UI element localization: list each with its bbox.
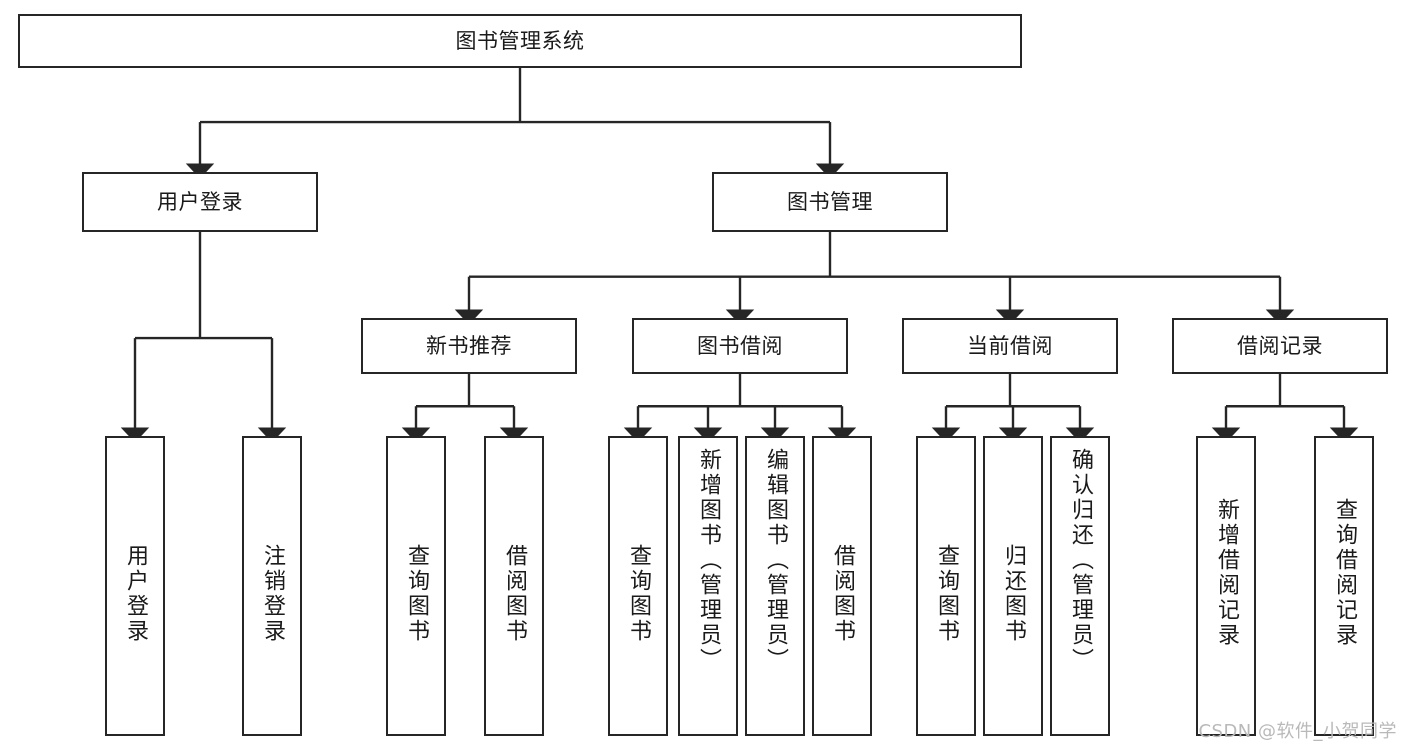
node-records[interactable]: 借阅记录	[1172, 318, 1388, 374]
node-l-confirm[interactable]: 确认归还（管理员）	[1050, 436, 1110, 736]
node-l-addrec[interactable]: 新增借阅记录	[1196, 436, 1256, 736]
node-l-queryrec[interactable]: 查询借阅记录	[1314, 436, 1374, 736]
node-l-borrow1[interactable]: 借阅图书	[484, 436, 544, 736]
node-label: 图书管理	[787, 189, 873, 214]
node-label: 借阅图书	[502, 544, 527, 644]
node-label: 用户登录	[123, 544, 148, 644]
node-label: 归还图书	[1001, 544, 1026, 644]
node-label: 新书推荐	[426, 333, 512, 358]
node-root[interactable]: 图书管理系统	[18, 14, 1022, 68]
node-login[interactable]: 用户登录	[82, 172, 318, 232]
node-label: 查询图书	[626, 544, 651, 644]
node-label: 编辑图书（管理员）	[763, 448, 788, 673]
node-l-return[interactable]: 归还图书	[983, 436, 1043, 736]
node-label: 当前借阅	[967, 333, 1053, 358]
node-label: 查询借阅记录	[1332, 498, 1357, 648]
node-label: 确认归还（管理员）	[1068, 448, 1093, 673]
node-label: 用户登录	[157, 189, 243, 214]
node-l-edit[interactable]: 编辑图书（管理员）	[745, 436, 805, 736]
node-label: 新增图书（管理员）	[696, 448, 721, 673]
node-newbook[interactable]: 新书推荐	[361, 318, 577, 374]
edge-group	[120, 68, 1359, 443]
node-label: 图书管理系统	[455, 28, 585, 53]
node-l-add[interactable]: 新增图书（管理员）	[678, 436, 738, 736]
node-l-query1[interactable]: 查询图书	[386, 436, 446, 736]
node-label: 注销登录	[260, 544, 285, 644]
node-l-borrow2[interactable]: 借阅图书	[812, 436, 872, 736]
node-bookmgmt[interactable]: 图书管理	[712, 172, 948, 232]
watermark-text: CSDN @软件_小贺同学	[1198, 721, 1397, 742]
node-label: 借阅记录	[1237, 333, 1323, 358]
node-l-query3[interactable]: 查询图书	[916, 436, 976, 736]
node-l-logout[interactable]: 注销登录	[242, 436, 302, 736]
node-l-query2[interactable]: 查询图书	[608, 436, 668, 736]
node-label: 借阅图书	[830, 544, 855, 644]
node-label: 查询图书	[404, 544, 429, 644]
node-current[interactable]: 当前借阅	[902, 318, 1118, 374]
node-borrow[interactable]: 图书借阅	[632, 318, 848, 374]
node-l-login[interactable]: 用户登录	[105, 436, 165, 736]
node-label: 新增借阅记录	[1214, 498, 1239, 648]
node-label: 查询图书	[934, 544, 959, 644]
node-label: 图书借阅	[697, 333, 783, 358]
